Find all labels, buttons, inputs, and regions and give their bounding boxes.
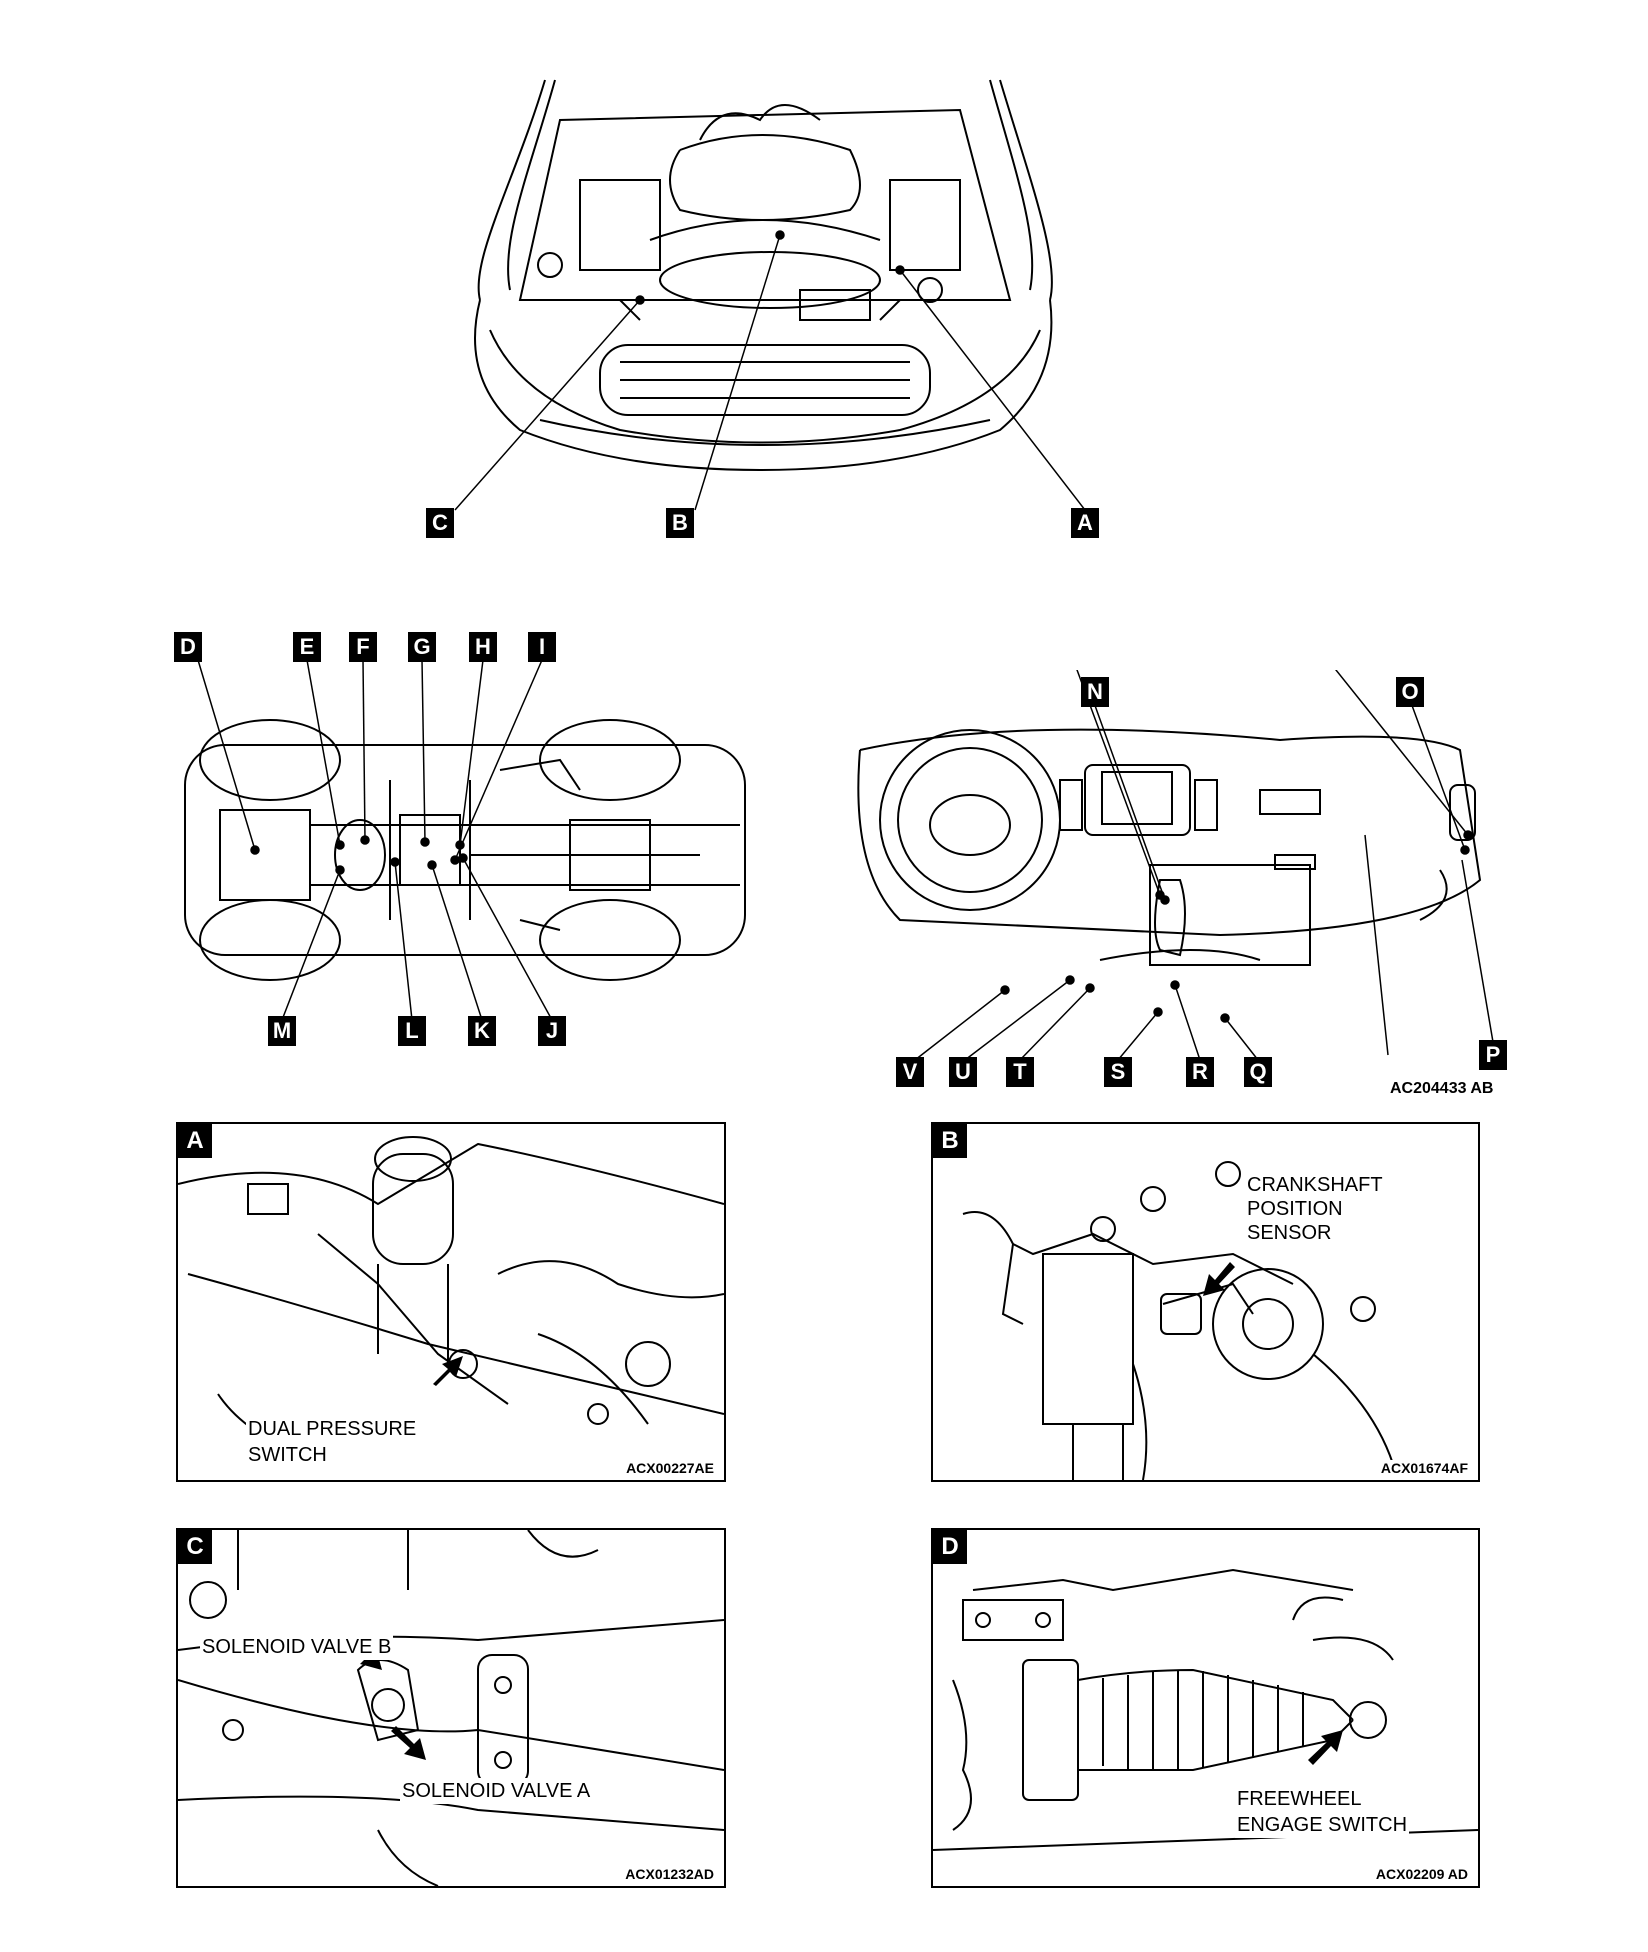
panel-b-caption-line3: SENSOR [1245,1220,1334,1246]
underbody-diagram: D E F G H I M L K J [0,620,800,1060]
callout-e: E [293,632,321,662]
panel-b-caption-line1: CRANKSHAFT [1245,1172,1385,1198]
callout-l: L [398,1016,426,1046]
detail-panel-b: B CRANKSHAFT POSITION SENSOR ACX01674AF [931,1122,1480,1482]
callout-h: H [469,632,497,662]
underbody-drawing [184,659,746,1021]
callout-j: J [538,1016,566,1046]
panel-a-caption-line2: SWITCH [246,1442,329,1468]
callout-g: G [408,632,436,662]
dashboard-diagram [820,670,1620,1110]
callout-a: A [1071,508,1099,538]
callout-m: M [268,1016,296,1046]
callout-b: B [666,508,694,538]
callout-t: T [1006,1057,1034,1087]
engine-bay-drawing [454,79,1086,511]
callout-v: V [896,1057,924,1087]
panel-a-code: ACX00227AE [624,1460,716,1476]
callout-r: R [1186,1057,1214,1087]
callout-k: K [468,1016,496,1046]
panel-d-caption-line1: FREEWHEEL [1235,1786,1364,1812]
panel-a-letter: A [178,1124,212,1158]
detail-panel-c: C SOLENOID VALVE B SOLENOID VALVE A ACX0… [176,1528,726,1888]
callout-d: D [174,632,202,662]
callout-u: U [949,1057,977,1087]
callout-c: C [426,508,454,538]
callout-i: I [528,632,556,662]
panel-c-drawing [178,1530,724,1886]
callout-f: F [349,632,377,662]
panel-d-code: ACX02209 AD [1373,1866,1470,1882]
panel-c-code: ACX01232AD [623,1866,716,1882]
panel-c-letter: C [178,1530,212,1564]
figure-code: AC204433 AB [1390,1080,1494,1097]
panel-a-caption-line1: DUAL PRESSURE [246,1416,419,1442]
callout-p: P [1479,1040,1507,1070]
panel-c-label-bottom: SOLENOID VALVE A [400,1778,593,1804]
panel-c-label-top: SOLENOID VALVE B [200,1634,394,1660]
panel-a-drawing [178,1136,724,1445]
callout-q: Q [1244,1057,1272,1087]
panel-b-code: ACX01674AF [1378,1460,1470,1476]
panel-b-drawing [962,1161,1394,1480]
callout-o: O [1396,677,1424,707]
panel-d-caption-line2: ENGAGE SWITCH [1235,1812,1410,1838]
detail-panel-a: A DUAL PRESSURE SWITCH ACX00227AE [176,1122,726,1482]
callout-n: N [1081,677,1109,707]
panel-b-letter: B [933,1124,967,1158]
panel-d-drawing [933,1568,1478,1851]
dashboard-drawing [857,670,1482,1056]
engine-compartment-diagram: C B A [0,0,1648,560]
panel-b-caption-line2: POSITION [1245,1196,1345,1222]
detail-panel-d: D FREEWHEEL ENGAGE SWITCH ACX02209 AD [931,1528,1480,1888]
callout-s: S [1104,1057,1132,1087]
panel-d-letter: D [933,1530,967,1564]
